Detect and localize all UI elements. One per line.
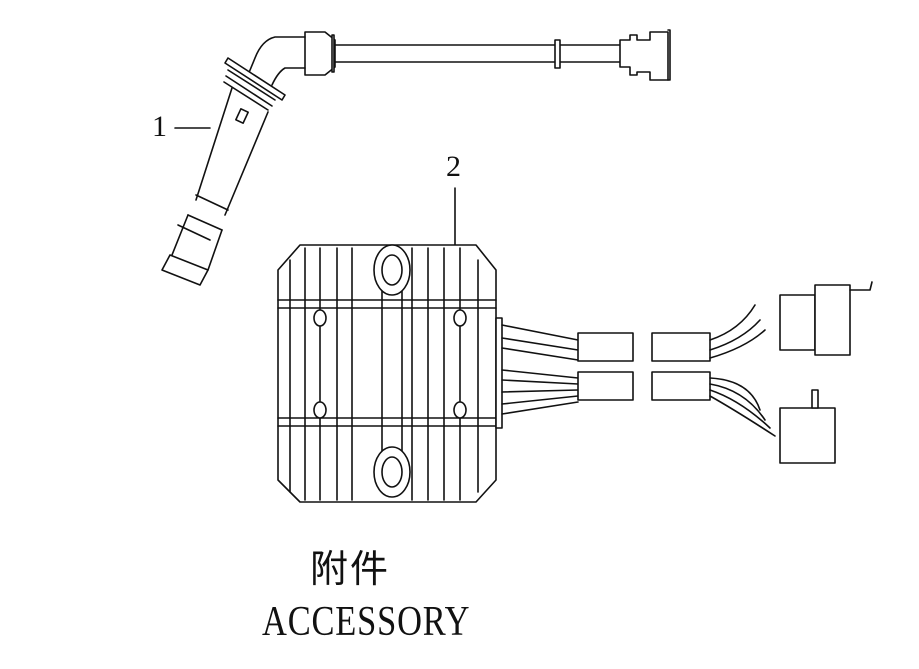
callout-2-label: 2 [446, 150, 461, 183]
part-2-regulator [277, 187, 873, 503]
part-1-spark-plug-cap [161, 29, 671, 286]
title-chinese: 附件 [310, 547, 391, 591]
callout-1-label: 1 [152, 110, 167, 143]
title-english: ACCESSORY [262, 599, 471, 645]
